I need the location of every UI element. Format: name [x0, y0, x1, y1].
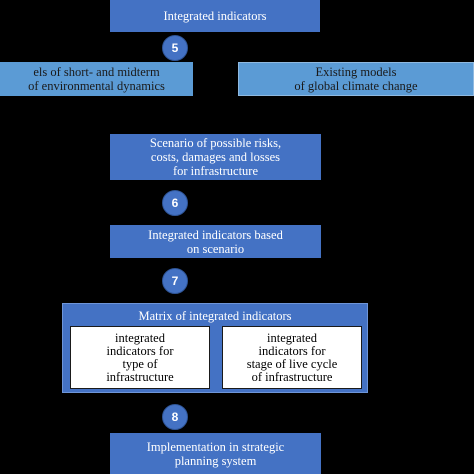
step-8-circle: 8 — [162, 404, 188, 430]
step-6-label: 6 — [171, 196, 179, 210]
indicators-on-scenario-box: Integrated indicators based on scenario — [110, 225, 321, 258]
matrix-right-label: integrated indicators for stage of live … — [246, 330, 338, 384]
implementation-box: Implementation in strategic planning sys… — [110, 433, 321, 474]
matrix-left-label: integrated indicators for type of infras… — [106, 330, 174, 384]
integrated-indicators-label: Integrated indicators — [163, 9, 267, 23]
step-6-circle: 6 — [162, 190, 188, 216]
matrix-title: Matrix of integrated indicators — [138, 309, 292, 323]
scenario-box: Scenario of possible risks, costs, damag… — [110, 134, 321, 180]
matrix-right-cell: integrated indicators for stage of live … — [222, 326, 362, 389]
step-7-label: 7 — [171, 274, 179, 288]
step-7-circle: 7 — [162, 268, 188, 294]
existing-models-label: Existing models of global climate change — [294, 65, 418, 93]
matrix-left-cell: integrated indicators for type of infras… — [70, 326, 210, 389]
step-8-label: 8 — [171, 410, 179, 424]
short-midterm-models-box: els of short- and midterm of environment… — [0, 62, 193, 96]
indicators-on-scenario-label: Integrated indicators based on scenario — [148, 227, 283, 256]
step-5-circle: 5 — [162, 35, 188, 61]
step-5-label: 5 — [171, 41, 179, 55]
matrix-box: Matrix of integrated indicators integrat… — [62, 303, 368, 393]
existing-models-box: Existing models of global climate change — [238, 62, 474, 96]
short-midterm-models-label: els of short- and midterm of environment… — [28, 65, 165, 93]
scenario-label: Scenario of possible risks, costs, damag… — [149, 136, 282, 178]
integrated-indicators-box: Integrated indicators — [110, 0, 320, 32]
implementation-label: Implementation in strategic planning sys… — [146, 439, 285, 468]
